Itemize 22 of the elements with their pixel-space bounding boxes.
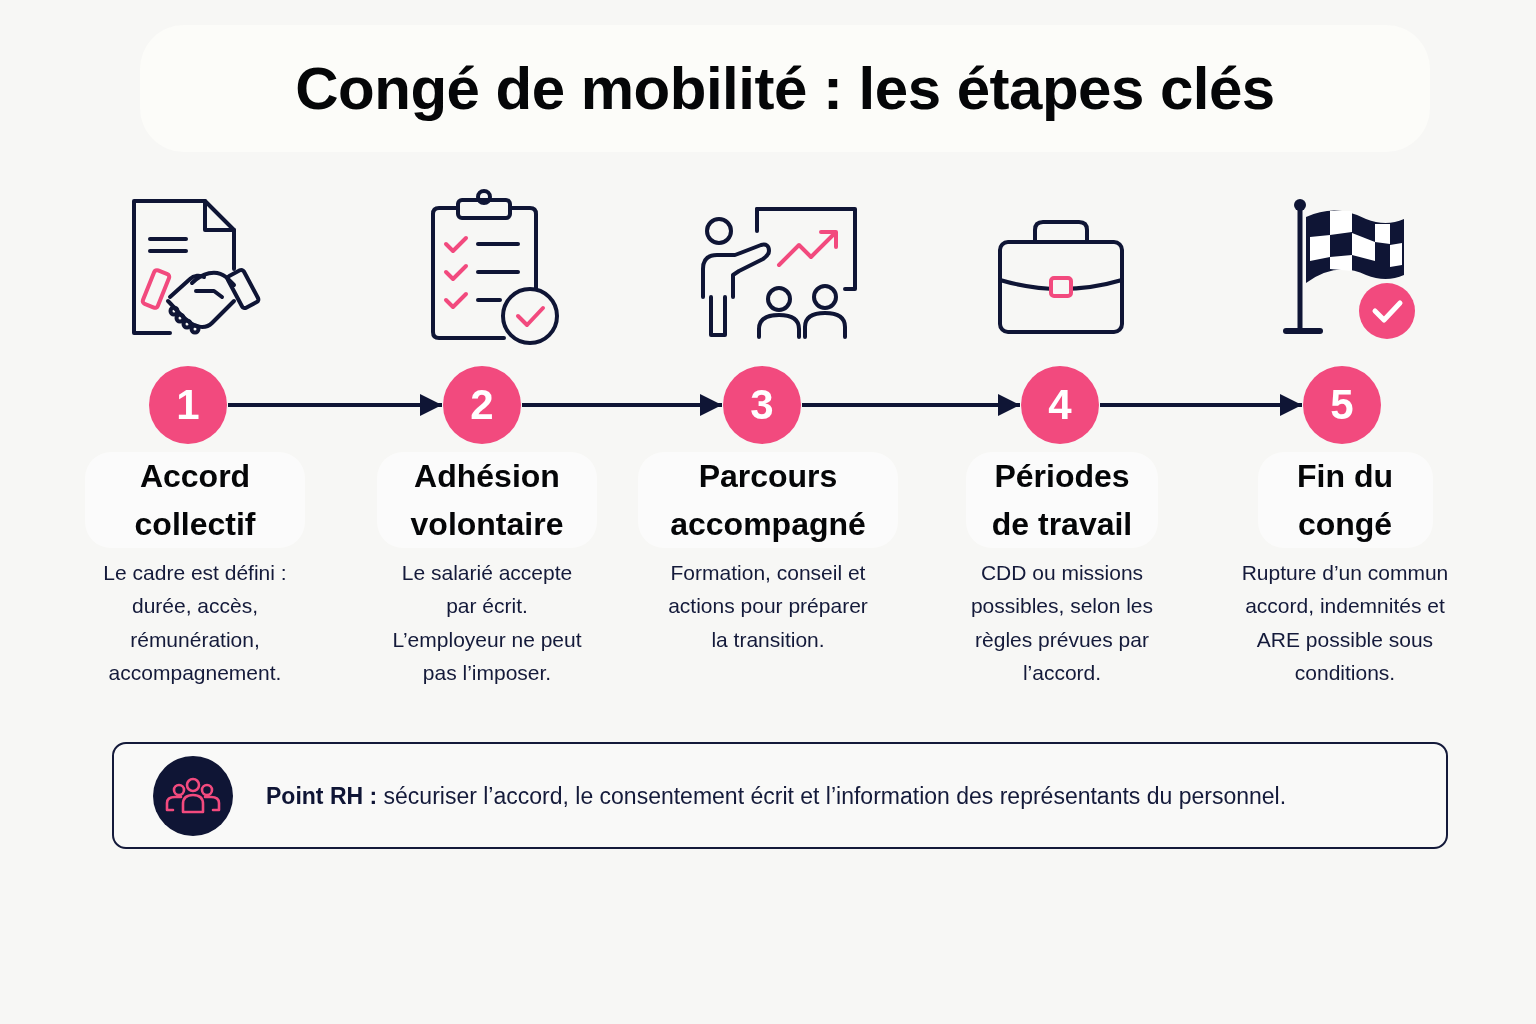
step-description: Rupture d’un commun accord, indemnités et ARE possible sous conditions. (1240, 560, 1450, 687)
step-heading: Parcours accompagné (638, 452, 898, 548)
arrow (522, 394, 722, 416)
step-heading: Fin du congé (1257, 452, 1433, 548)
arrow (1100, 394, 1302, 416)
number-circle: 3 (723, 366, 801, 444)
number-circle: 1 (149, 366, 227, 444)
arrow (802, 394, 1020, 416)
arrow (228, 394, 442, 416)
step-heading: Adhésion volontaire (377, 452, 597, 548)
step-description: CDD ou missions possibles, selon les règles prévues par l’accord. (969, 560, 1155, 687)
step-description: Le cadre est défini : durée, accès, rémunération, accompagnement. (102, 560, 288, 687)
note-box (112, 742, 1448, 849)
note-text: Point RH : sécuriser l’accord, le consentement écrit et l’information des représentants du personnel. (266, 782, 1287, 809)
step-heading: Périodes de travail (966, 452, 1158, 548)
number-circle: 2 (443, 366, 521, 444)
number-circle: 5 (1303, 366, 1381, 444)
step-description: Le salarié accepte par écrit. L’employeur ne peut pas l’imposer. (391, 560, 583, 687)
number-circle: 4 (1021, 366, 1099, 444)
title: Congé de mobilité : les étapes clés (295, 54, 1275, 123)
step-heading: Accord collectif (85, 452, 305, 548)
step-description: Formation, conseil et actions pour préparer la transition. (667, 560, 869, 653)
